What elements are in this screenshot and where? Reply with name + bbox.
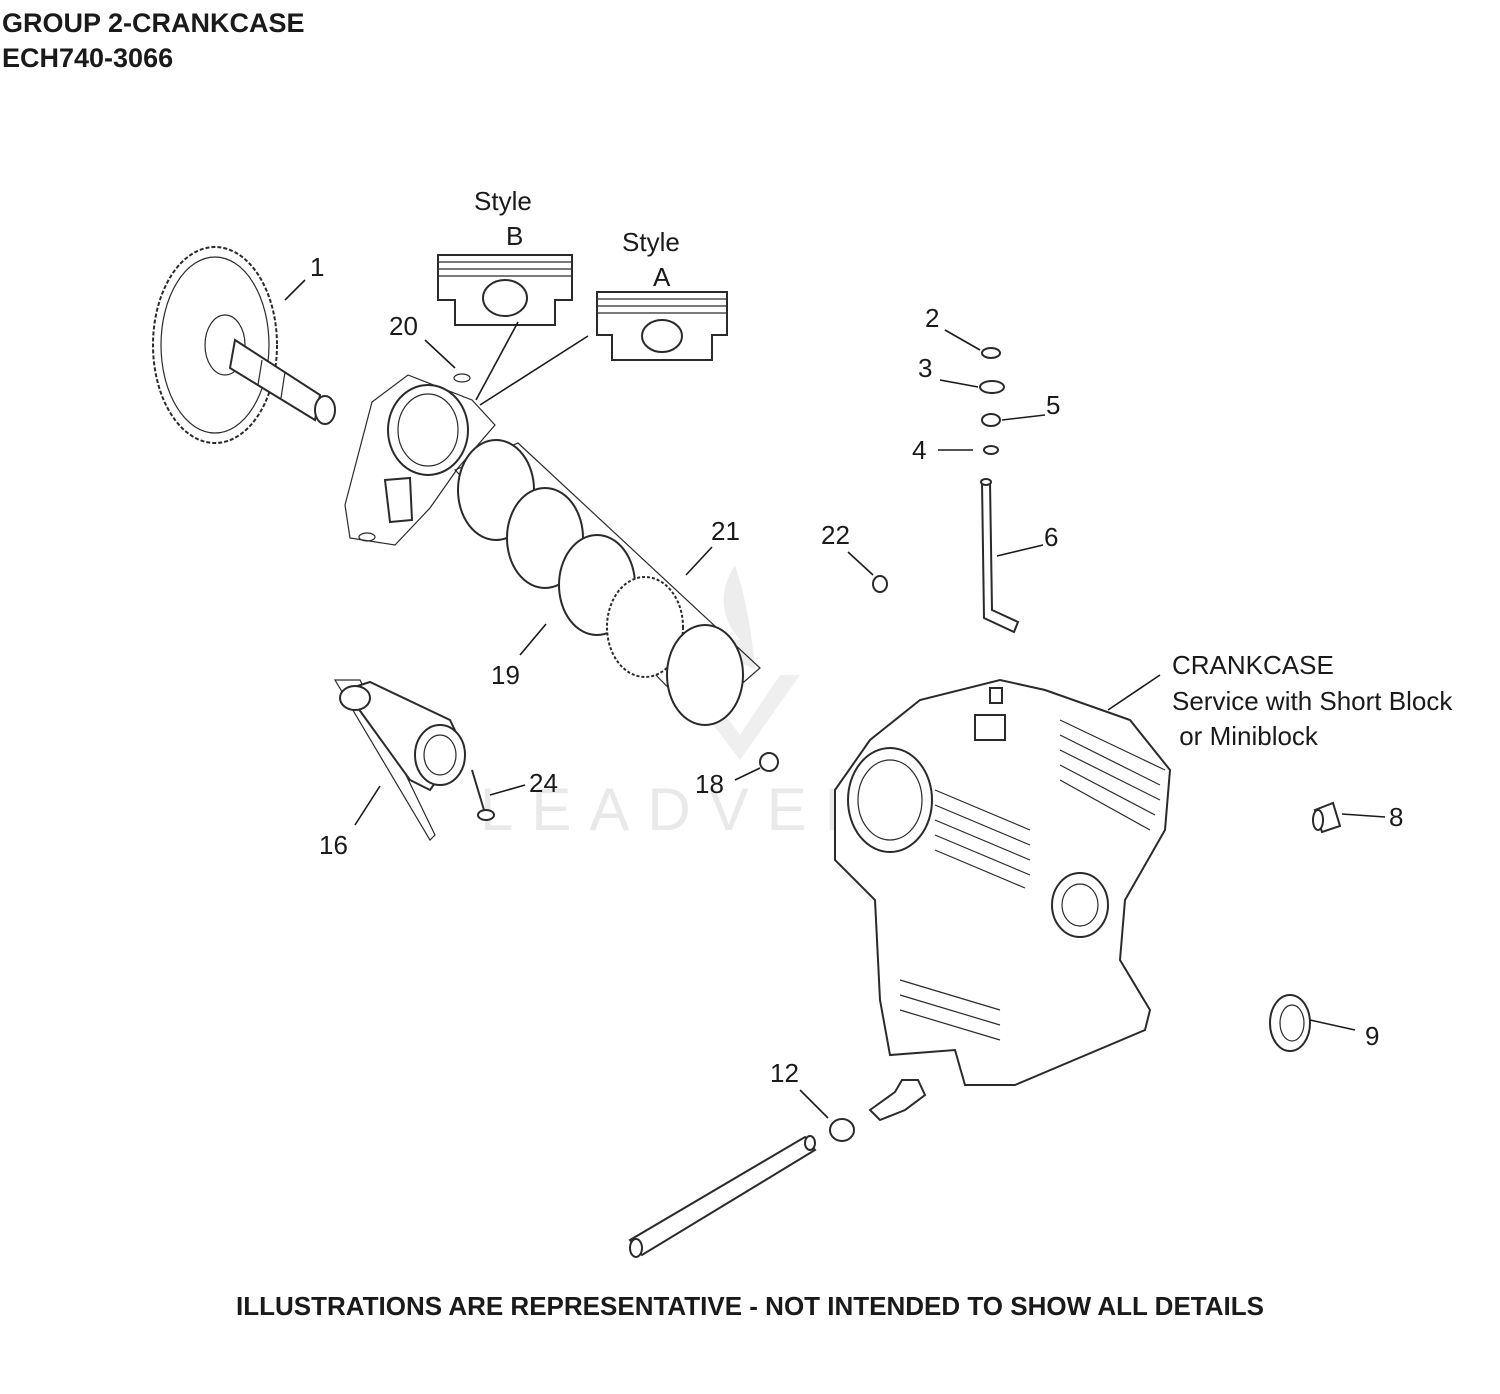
- callout-6: 6: [1044, 522, 1058, 552]
- connecting-rod[interactable]: [333, 679, 466, 841]
- crankcase-block[interactable]: [834, 678, 1172, 1086]
- oil-seal-9[interactable]: [1269, 994, 1311, 1052]
- dowel-18[interactable]: [759, 752, 779, 772]
- style-b-label-line1: Style: [474, 186, 532, 216]
- leader-lines: [284, 279, 1386, 1119]
- plug-22[interactable]: [872, 575, 888, 593]
- model-number: ECH740-3066: [2, 43, 174, 73]
- style-a-label-line2: A: [653, 262, 671, 292]
- pipe-plug-8[interactable]: [1312, 801, 1342, 834]
- piston-rings[interactable]: [453, 439, 761, 726]
- style-b-label-line2: B: [506, 221, 523, 251]
- governor-shaft[interactable]: [980, 478, 1020, 634]
- seal-5[interactable]: [981, 413, 1001, 427]
- washer-3[interactable]: [979, 380, 1005, 394]
- callout-4: 4: [912, 435, 926, 465]
- callout-20: 20: [389, 311, 418, 341]
- callout-12: 12: [770, 1058, 799, 1088]
- camshaft-gear[interactable]: [152, 246, 336, 444]
- callout-8: 8: [1389, 802, 1403, 832]
- callout-18: 18: [695, 769, 724, 799]
- callout-22: 22: [821, 520, 850, 550]
- hose-clamp-12[interactable]: [829, 1118, 855, 1142]
- callout-3: 3: [918, 353, 932, 383]
- piston-assembly-outline: [344, 373, 496, 546]
- callout-9: 9: [1365, 1021, 1379, 1051]
- style-a-label-line1: Style: [622, 227, 680, 257]
- rod-bolt[interactable]: [471, 769, 495, 821]
- crankcase-note-line2: Service with Short Block: [1172, 686, 1453, 716]
- washer-2[interactable]: [981, 347, 1001, 359]
- callout-21: 21: [711, 516, 740, 546]
- group-title: GROUP 2-CRANKCASE: [2, 8, 305, 38]
- crankcase-note-line1: CRANKCASE: [1172, 650, 1334, 680]
- callout-24: 24: [529, 768, 558, 798]
- breather-hose[interactable]: [628, 1135, 817, 1258]
- callout-2: 2: [925, 303, 939, 333]
- callout-5: 5: [1046, 390, 1060, 420]
- crankcase-note-line3: or Miniblock: [1172, 721, 1319, 751]
- disclaimer-footer: ILLUSTRATIONS ARE REPRESENTATIVE - NOT I…: [236, 1291, 1264, 1321]
- callout-16: 16: [319, 830, 348, 860]
- oring-4[interactable]: [983, 445, 999, 455]
- piston-style-b[interactable]: [437, 254, 573, 326]
- callout-19: 19: [491, 660, 520, 690]
- piston-style-a[interactable]: [596, 291, 728, 361]
- hose-fitting[interactable]: [868, 1079, 927, 1122]
- callout-1: 1: [310, 252, 324, 282]
